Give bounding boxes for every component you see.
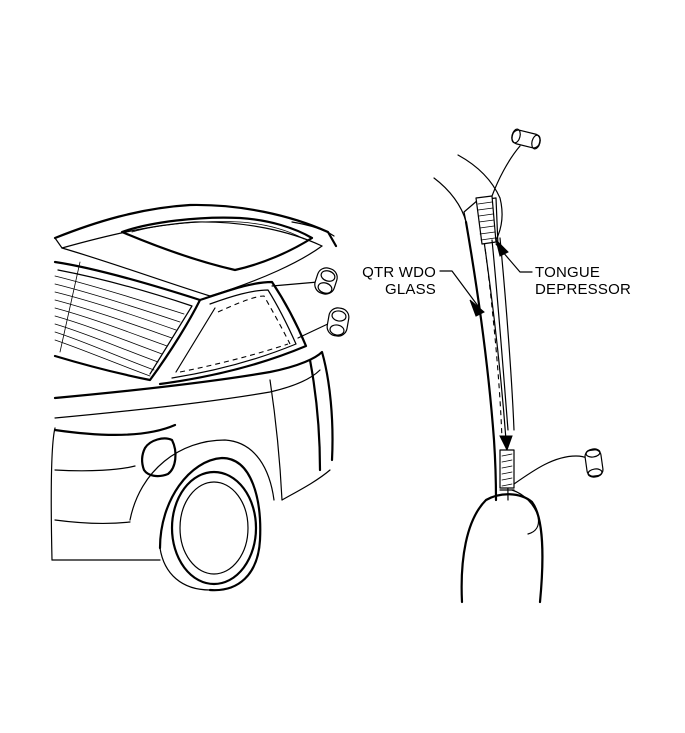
callout-tongue-depressor-line-2: DEPRESSOR — [535, 281, 631, 298]
upper-molding-clip — [475, 195, 497, 245]
callout-tongue-depressor: TONGUE DEPRESSOR — [535, 264, 631, 298]
car-rear-quarter-illustration — [50, 203, 350, 592]
callout-qtr-wdo-glass-line-2: GLASS — [384, 281, 436, 298]
tongue-depressor-leader — [495, 238, 533, 273]
sunroof-glass — [120, 216, 314, 272]
suction-cup-tool-bottom-detail — [513, 448, 604, 485]
callout-qtr-wdo-glass-line-1: QTR WDO — [362, 264, 436, 281]
rear-window — [53, 260, 202, 382]
tongue-depressor-tool — [491, 237, 515, 452]
lower-molding-clip — [499, 449, 515, 489]
rear-wheel — [129, 439, 275, 592]
fuel-filler-door — [141, 437, 177, 478]
rear-defroster-grid — [54, 261, 185, 377]
quarter-panel — [50, 350, 334, 561]
roof-panel — [53, 203, 338, 297]
lower-body-panel — [460, 489, 544, 604]
suction-cup-tool-top-detail — [491, 128, 541, 197]
quarter-window-opening — [158, 280, 308, 386]
suction-cup-tool-lower — [297, 307, 350, 339]
qtr-wdo-glass-leader — [439, 270, 485, 317]
suction-cup-tool-upper — [271, 267, 338, 295]
callout-qtr-wdo-glass: QTR WDO GLASS — [350, 264, 436, 298]
callout-tongue-depressor-line-1: TONGUE — [535, 264, 601, 281]
detail-view-quarter-glass — [433, 128, 604, 604]
